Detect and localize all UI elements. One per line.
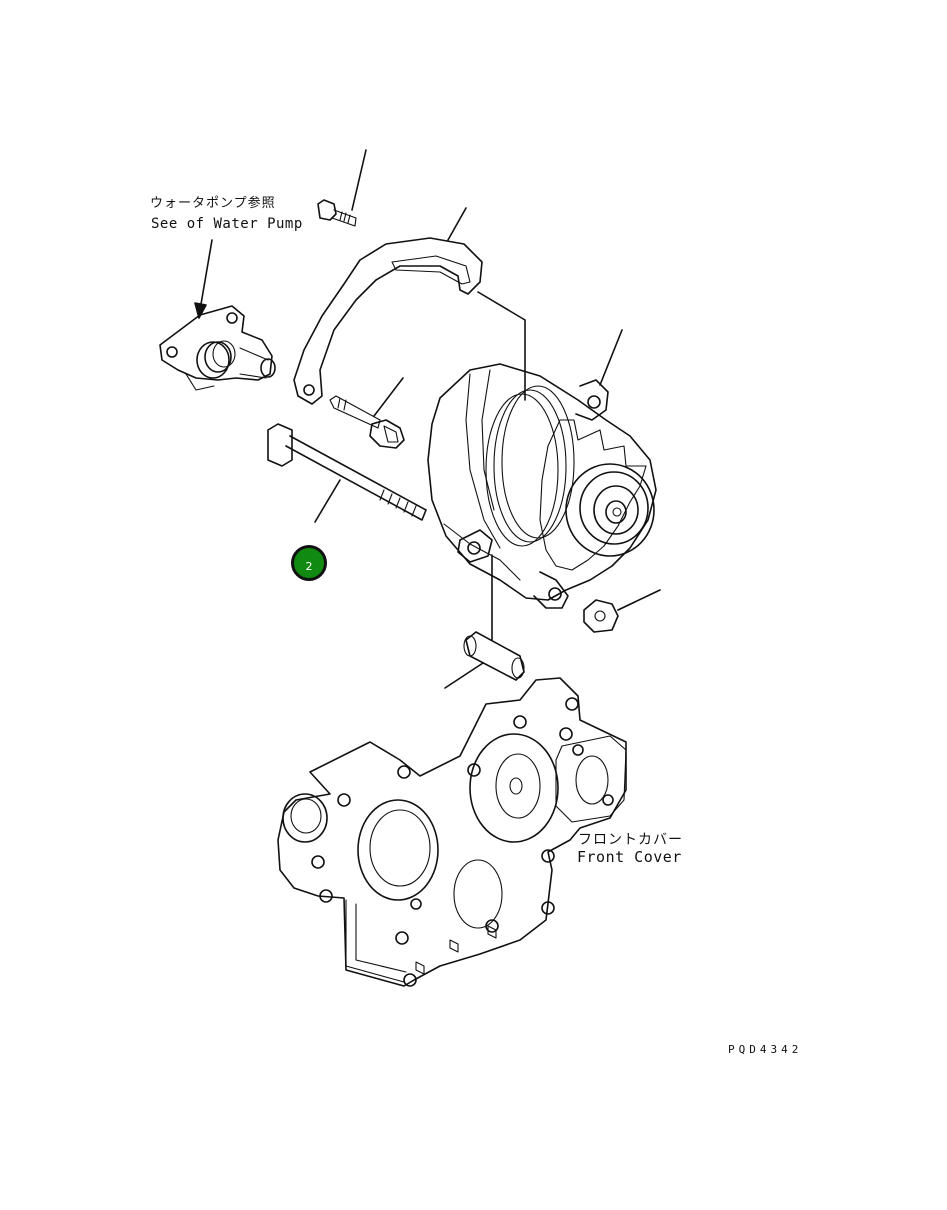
front-cover-label-jp: フロントカバー	[578, 832, 683, 848]
middle-bolt-icon	[329, 395, 405, 449]
part-callout-number: 2	[305, 559, 313, 573]
part-callout-2[interactable]: 2	[291, 545, 327, 581]
front-cover-icon	[277, 677, 627, 987]
leader-lines	[314, 149, 661, 689]
spacer-sleeve-icon	[463, 631, 525, 681]
adjusting-bracket-icon	[293, 237, 483, 405]
water-pump-label-jp: ウォータポンプ参照	[150, 196, 276, 211]
top-bolt-icon	[317, 199, 357, 227]
nut-icon	[583, 599, 619, 633]
water-pump-fitting-icon	[159, 305, 276, 391]
water-pump-label-en: See of Water Pump	[151, 216, 303, 232]
front-cover-label-en: Front Cover	[577, 848, 682, 866]
water-pump-arrow	[194, 239, 213, 319]
long-bolt-icon	[267, 423, 427, 521]
alternator-icon	[427, 363, 657, 609]
drawing-code: PQD4342	[728, 1043, 803, 1056]
